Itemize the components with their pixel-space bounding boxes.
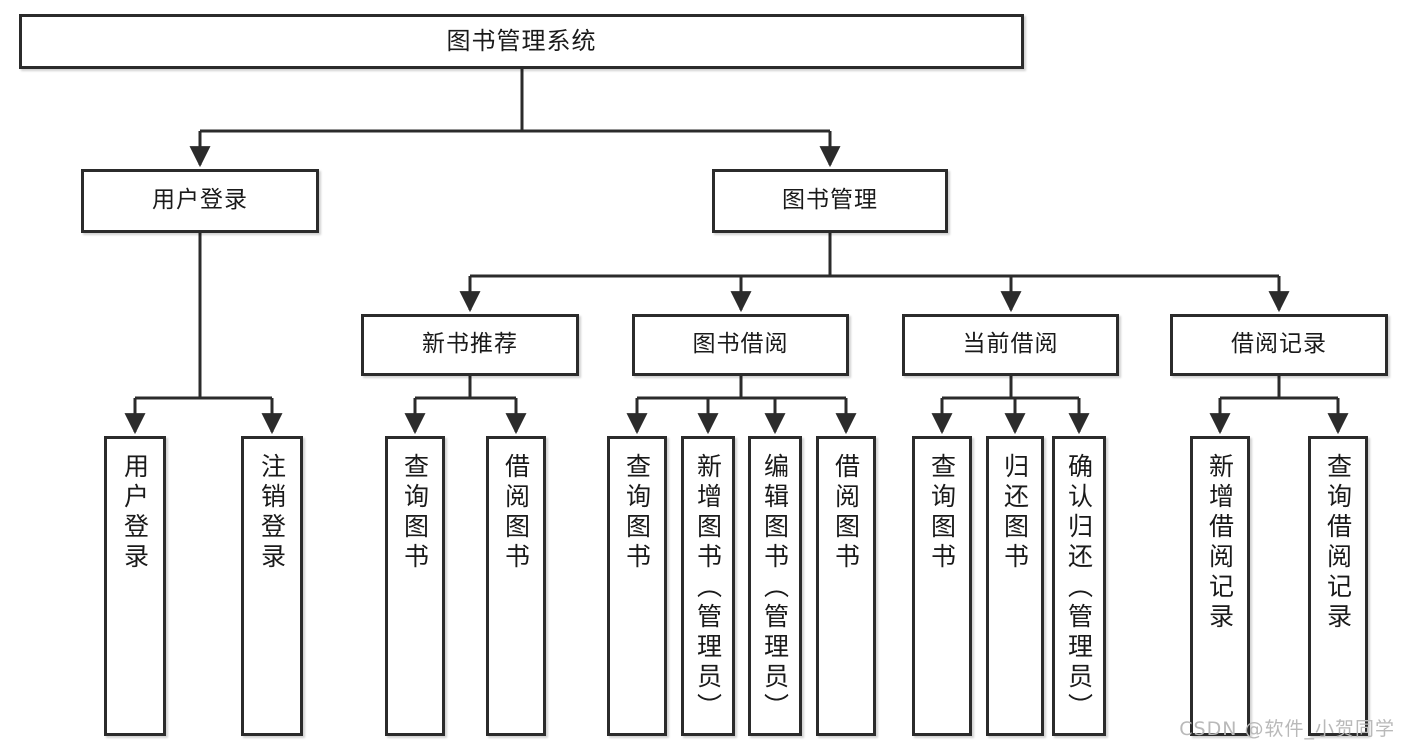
node-leaf-login-login[interactable]: 用户登录 bbox=[104, 436, 166, 736]
node-label: 新增借阅记录 bbox=[1205, 453, 1235, 633]
node-label: 用户登录 bbox=[120, 453, 150, 573]
node-borrow[interactable]: 图书借阅 bbox=[632, 314, 849, 376]
node-label: 查询借阅记录 bbox=[1323, 453, 1353, 633]
node-label: 新书推荐 bbox=[422, 331, 518, 358]
node-leaf-bor-query[interactable]: 查询图书 bbox=[607, 436, 667, 736]
node-leaf-bor-edit[interactable]: 编辑图书（管理员） bbox=[748, 436, 802, 736]
node-label: 新增图书（管理员） bbox=[693, 453, 723, 723]
node-newbook[interactable]: 新书推荐 bbox=[361, 314, 579, 376]
node-leaf-new-query[interactable]: 查询图书 bbox=[385, 436, 445, 736]
node-label: 注销登录 bbox=[257, 453, 287, 573]
node-label: 查询图书 bbox=[622, 453, 652, 573]
node-leaf-bor-add[interactable]: 新增图书（管理员） bbox=[681, 436, 735, 736]
node-leaf-bor-lend[interactable]: 借阅图书 bbox=[816, 436, 876, 736]
node-leaf-cur-query[interactable]: 查询图书 bbox=[912, 436, 972, 736]
node-label: 查询图书 bbox=[927, 453, 957, 573]
node-label: 图书管理 bbox=[782, 187, 878, 214]
node-leaf-cur-return[interactable]: 归还图书 bbox=[986, 436, 1044, 736]
node-leaf-cur-confirm[interactable]: 确认归还（管理员） bbox=[1052, 436, 1106, 736]
node-leaf-rec-query[interactable]: 查询借阅记录 bbox=[1308, 436, 1368, 736]
node-label: 查询图书 bbox=[400, 453, 430, 573]
node-label: 归还图书 bbox=[1000, 453, 1030, 573]
node-leaf-login-logout[interactable]: 注销登录 bbox=[241, 436, 303, 736]
node-leaf-new-borrow[interactable]: 借阅图书 bbox=[486, 436, 546, 736]
node-label: 当前借阅 bbox=[962, 331, 1059, 358]
node-current[interactable]: 当前借阅 bbox=[902, 314, 1119, 376]
node-records[interactable]: 借阅记录 bbox=[1170, 314, 1388, 376]
node-leaf-rec-add[interactable]: 新增借阅记录 bbox=[1190, 436, 1250, 736]
node-label: 图书借阅 bbox=[692, 331, 789, 358]
node-label: 图书管理系统 bbox=[446, 27, 597, 56]
node-label: 借阅图书 bbox=[501, 453, 531, 573]
node-login[interactable]: 用户登录 bbox=[81, 169, 319, 233]
node-label: 确认归还（管理员） bbox=[1064, 453, 1094, 723]
node-root[interactable]: 图书管理系统 bbox=[19, 14, 1024, 69]
node-label: 借阅图书 bbox=[831, 453, 861, 573]
node-label: 编辑图书（管理员） bbox=[760, 453, 790, 723]
node-label: 借阅记录 bbox=[1231, 331, 1327, 358]
node-label: 用户登录 bbox=[152, 187, 248, 214]
node-bookmgmt[interactable]: 图书管理 bbox=[712, 169, 948, 233]
